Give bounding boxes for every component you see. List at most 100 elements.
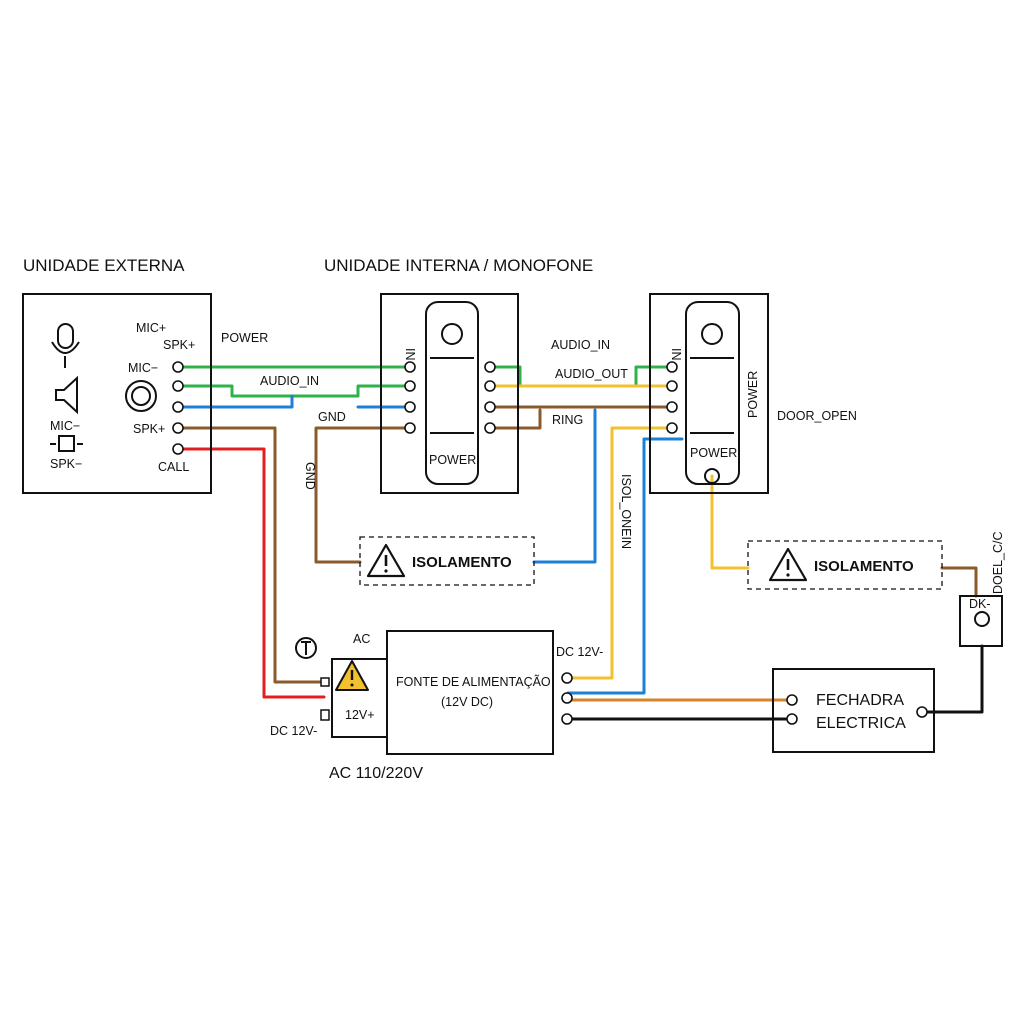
label-isol-vertical: ISOL_ONEIN — [619, 474, 633, 549]
terminal-lock-3[interactable] — [916, 706, 928, 718]
warning-triangle-icon — [335, 660, 369, 691]
terminal-h2-3[interactable] — [666, 401, 678, 413]
terminal-ext-1[interactable] — [172, 361, 184, 373]
speaker-icon — [55, 375, 78, 415]
external-unit-box — [22, 293, 212, 494]
wire-brown-gnd — [314, 426, 412, 564]
handset-1-power-label: POWER — [429, 453, 476, 467]
handset-1-box — [380, 293, 519, 494]
wire-brown-door — [940, 566, 978, 598]
terminal-h2-4[interactable] — [666, 422, 678, 434]
electric-lock: FECHADRA ELECTRICA — [772, 668, 935, 753]
terminal-h1-left-3[interactable] — [404, 401, 416, 413]
isolation-left-label: ISOLAMENTO — [412, 554, 512, 571]
isolation-right-label: ISOLAMENTO — [814, 558, 914, 575]
terminal-h1-right-2[interactable] — [484, 380, 496, 392]
power-supply-input-terminal-2[interactable] — [320, 709, 330, 721]
warning-triangle-icon — [366, 543, 406, 578]
power-supply-line1: FONTE DE ALIMENTAÇÃO — [396, 675, 551, 689]
terminal-h2-2[interactable] — [666, 380, 678, 392]
mic-spk-symbol — [58, 435, 75, 452]
label-mic-minus: MIC− — [128, 361, 158, 375]
handset-1: POWER IN — [380, 293, 519, 494]
handset-2-earpiece-icon — [701, 323, 723, 345]
title-external-unit: UNIDADE EXTERNA — [23, 256, 185, 275]
terminal-ps-3[interactable] — [561, 713, 573, 725]
handset-1-dividers — [430, 357, 474, 434]
label-mic-plus: MIC+ — [136, 321, 166, 335]
door-contact-label: DK- — [969, 597, 991, 611]
title-internal-unit: UNIDADE INTERNA / MONOFONE — [324, 256, 593, 275]
power-supply: FONTE DE ALIMENTAÇÃO (12V DC) AC 12V+ DC… — [270, 630, 603, 782]
fuse-icon — [295, 637, 317, 659]
terminal-h1-left-4[interactable] — [404, 422, 416, 434]
handset-2-body — [685, 301, 740, 485]
terminal-ext-4[interactable] — [172, 422, 184, 434]
door-contact-box — [959, 595, 1003, 647]
wire-yellow-power — [710, 474, 750, 570]
terminal-ext-5[interactable] — [172, 443, 184, 455]
power-supply-box — [386, 630, 554, 755]
external-unit: MIC+ SPK+ MIC− SPK+ CALL MIC− SPK− — [22, 293, 212, 494]
terminal-ext-2[interactable] — [172, 380, 184, 392]
label-doel-vertical: DOEL_C/C — [991, 531, 1005, 594]
call-button[interactable] — [125, 380, 157, 412]
label-door-open: DOOR_OPEN — [777, 409, 857, 423]
wire-blue-isolation — [532, 408, 597, 564]
label-spk-plus-top: SPK+ — [163, 338, 195, 352]
label-call: CALL — [158, 460, 189, 474]
power-supply-input-terminal-1[interactable] — [320, 677, 330, 687]
terminal-lock-1[interactable] — [786, 694, 798, 706]
terminal-h1-right-3[interactable] — [484, 401, 496, 413]
label-ring: RING — [552, 413, 583, 427]
terminal-h1-left-2[interactable] — [404, 380, 416, 392]
wire-brown-ring-2 — [488, 408, 542, 430]
label-spk-minus-left: SPK− — [50, 457, 82, 471]
wire-black-dk — [924, 644, 984, 714]
handset-1-earpiece-icon — [441, 323, 463, 345]
handset-1-in-label: IN — [403, 348, 417, 361]
handset-2-side-label: POWER — [746, 371, 760, 418]
terminal-ps-2[interactable] — [561, 692, 573, 704]
wire-green-audio-in — [176, 384, 412, 398]
microphone-icon — [51, 323, 80, 368]
label-gnd-vertical: GND — [303, 462, 317, 490]
label-audio-in-right: AUDIO_IN — [551, 338, 610, 352]
handset-2-power-button[interactable] — [704, 468, 720, 484]
handset-2: POWER IN POWER — [649, 293, 769, 494]
handset-2-power-label: POWER — [690, 446, 737, 460]
power-supply-dc12-minus-right: DC 12V- — [556, 645, 603, 659]
terminal-ext-3[interactable] — [172, 401, 184, 413]
wire-brown-spk — [176, 426, 326, 684]
label-audio-in: AUDIO_IN — [260, 374, 319, 388]
electric-lock-box — [772, 668, 935, 753]
power-supply-ac-input: AC 110/220V — [329, 765, 423, 782]
terminal-h1-right-1[interactable] — [484, 361, 496, 373]
terminal-h2-1[interactable] — [666, 361, 678, 373]
isolation-right: ISOLAMENTO — [747, 540, 943, 590]
wire-blue-supply — [566, 437, 684, 695]
power-supply-ac-block — [331, 658, 388, 738]
handset-2-box — [649, 293, 769, 494]
label-power-top: POWER — [221, 331, 268, 345]
handset-2-dividers — [690, 357, 734, 434]
wires — [176, 365, 984, 721]
power-supply-ac-label: AC — [353, 632, 370, 646]
wire-red-call — [176, 447, 326, 699]
label-gnd: GND — [318, 410, 346, 424]
warning-triangle-icon — [768, 547, 808, 582]
isolation-right-box — [747, 540, 943, 590]
terminal-ps-1[interactable] — [561, 672, 573, 684]
terminal-h1-right-4[interactable] — [484, 422, 496, 434]
handset-1-body — [425, 301, 479, 485]
door-contact: DK- — [959, 595, 1003, 647]
isolation-left: ISOLAMENTO — [359, 536, 535, 586]
label-audio-out: AUDIO_OUT — [555, 367, 628, 381]
door-contact-terminal[interactable] — [974, 611, 990, 627]
terminal-h1-left-1[interactable] — [404, 361, 416, 373]
handset-2-in-label: IN — [669, 348, 683, 361]
electric-lock-line2: ELECTRICA — [816, 715, 906, 732]
wire-yellow-dc — [566, 426, 674, 680]
terminal-lock-2[interactable] — [786, 713, 798, 725]
